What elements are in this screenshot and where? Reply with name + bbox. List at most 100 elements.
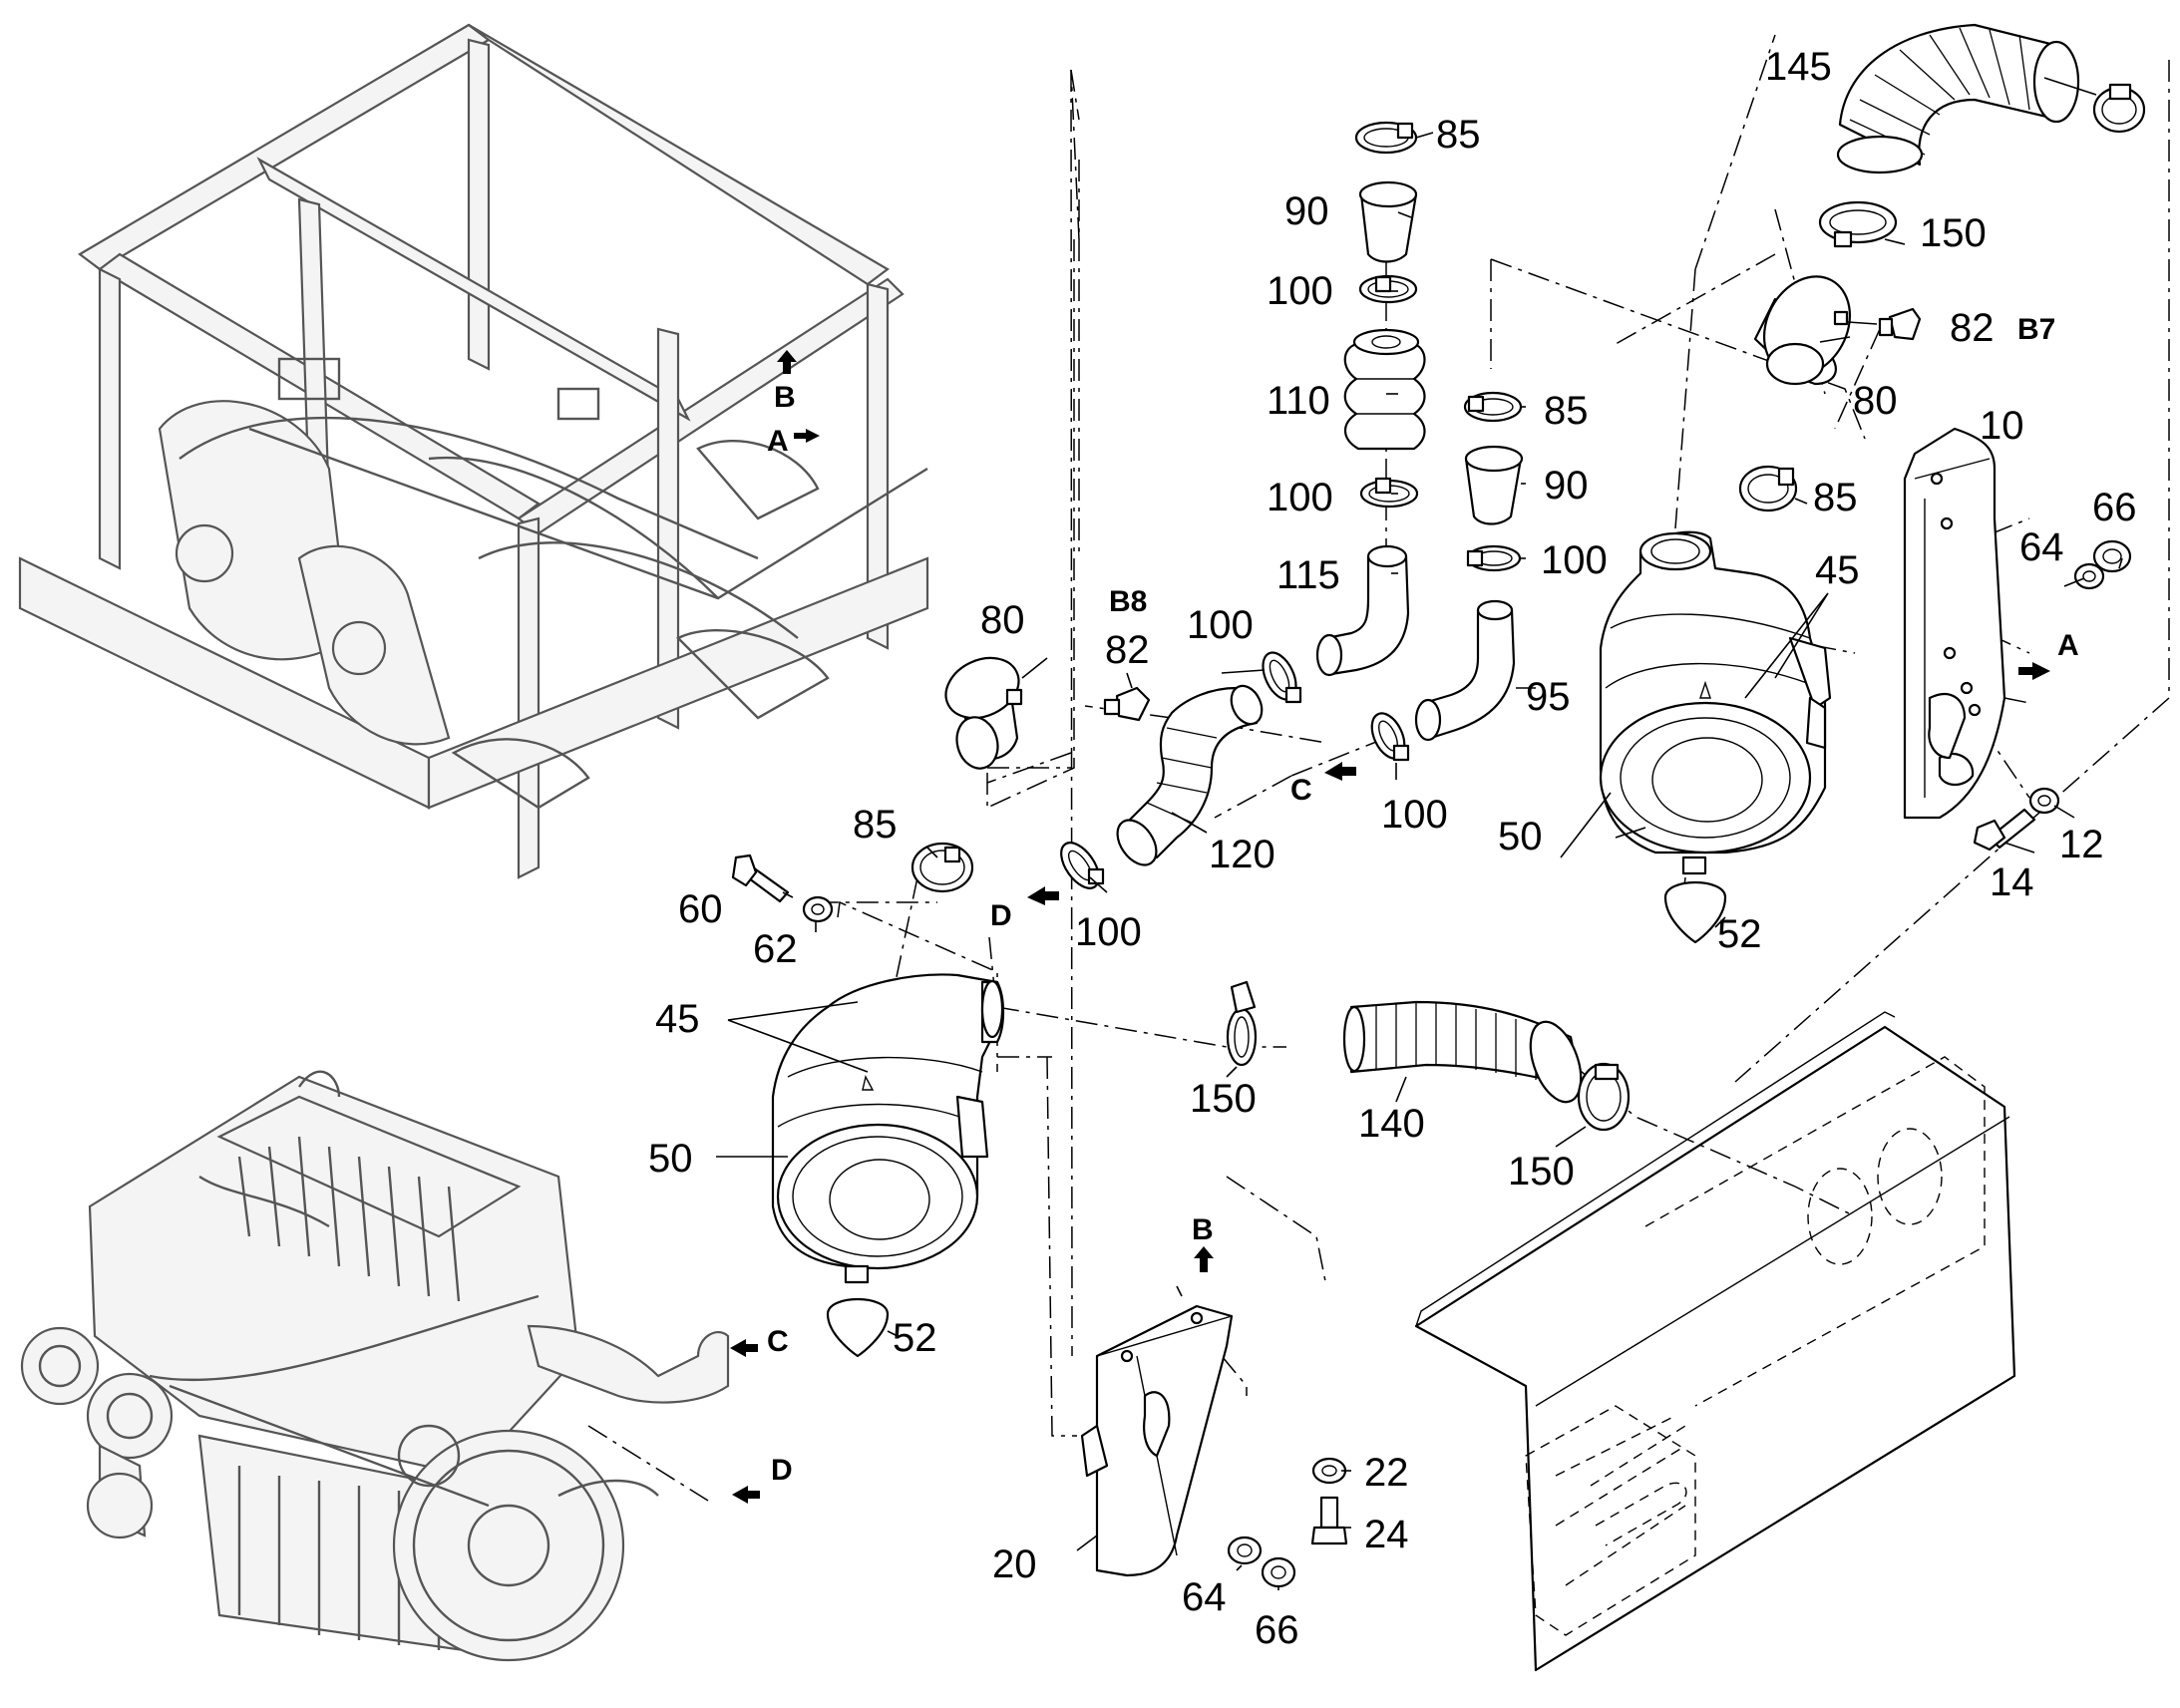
dust-valve-52-left <box>826 1264 890 1358</box>
ref-b7: B7 <box>2017 313 2055 346</box>
washer-62 <box>802 895 834 923</box>
hose-120 <box>1116 684 1264 866</box>
callout-52-left: 52 <box>893 1316 937 1360</box>
callout-82-b8: 82 <box>1105 628 1150 672</box>
connector-80-left <box>944 656 1023 770</box>
clamp-150-top <box>1818 200 1898 248</box>
callout-60: 60 <box>678 887 723 931</box>
elbow-115 <box>1315 544 1410 677</box>
clamp-150-low <box>1577 1062 1631 1132</box>
callout-45-left: 45 <box>655 997 700 1041</box>
callout-90-right: 90 <box>1544 464 1589 508</box>
callout-10: 10 <box>1980 404 2024 448</box>
bracket-20 <box>1080 1304 1234 1577</box>
callout-100-c: 100 <box>1381 793 1448 837</box>
callout-95: 95 <box>1526 675 1571 719</box>
clamp-85-left <box>910 842 974 893</box>
engine-arrow-c <box>730 1339 758 1357</box>
clamp-100-right <box>1466 544 1522 572</box>
conn-ref-c: C <box>1290 774 1312 807</box>
bolt-14 <box>1973 808 2036 852</box>
engine-ref-d: D <box>771 1454 793 1487</box>
bracket-arrow-a <box>2018 662 2050 680</box>
clamp-100-mid <box>1359 477 1419 509</box>
bracket-ref-b: B <box>1192 1213 1214 1246</box>
callout-90-top: 90 <box>1284 189 1329 233</box>
callout-100-mid: 100 <box>1267 476 1333 519</box>
frame-ref-b: B <box>774 381 796 414</box>
callout-85-left: 85 <box>853 803 898 847</box>
callout-14: 14 <box>1990 860 2034 904</box>
frame-arrow-a <box>794 429 820 443</box>
callout-100-hose: 100 <box>1187 603 1254 647</box>
adapter-90-top <box>1358 180 1418 263</box>
adapter-90-right <box>1464 445 1524 525</box>
callout-140: 140 <box>1358 1102 1425 1146</box>
callout-85-right-filter: 85 <box>1813 476 1858 519</box>
conn-arrow-c <box>1324 762 1356 781</box>
connector-80-right <box>1753 275 1852 386</box>
callout-80-left: 80 <box>980 598 1025 642</box>
bellows-hose-145 <box>1836 23 2080 174</box>
cab-frame-illustration <box>18 23 929 879</box>
bracket-10 <box>1903 427 2006 820</box>
callout-150-mid: 150 <box>1190 1077 1257 1121</box>
callout-62: 62 <box>753 927 798 971</box>
nut-66-low <box>1261 1556 1296 1588</box>
air-filter-right <box>1599 530 1832 854</box>
air-filter-left <box>771 973 1005 1270</box>
callout-80-right: 80 <box>1853 379 1898 423</box>
callout-82-b7: 82 <box>1950 306 1995 350</box>
clamp-85-right-filter <box>1738 465 1798 512</box>
engine-illustration <box>20 1070 730 1662</box>
conn-arrow-d <box>1027 886 1059 905</box>
callout-110: 110 <box>1267 379 1330 423</box>
callout-85-top: 85 <box>1436 113 1481 157</box>
callout-85-right: 85 <box>1544 389 1589 433</box>
callout-115: 115 <box>1276 553 1340 597</box>
sensor-82-b8 <box>1103 686 1151 722</box>
bracket-arrow-b <box>1194 1246 1214 1272</box>
engine-arrow-d <box>732 1486 760 1504</box>
callout-66-right: 66 <box>2092 486 2137 529</box>
callout-150-low: 150 <box>1508 1150 1575 1194</box>
callout-150-top: 150 <box>1920 211 1987 255</box>
callout-64-right: 64 <box>2019 525 2064 569</box>
callout-100-d: 100 <box>1075 910 1142 954</box>
ref-b8: B8 <box>1109 585 1147 618</box>
dust-valve-52-right <box>1663 855 1727 944</box>
sensor-82-b7 <box>1878 307 1922 341</box>
callout-64-low: 64 <box>1182 1575 1227 1619</box>
washer-12 <box>2028 787 2060 815</box>
callout-100-top: 100 <box>1267 269 1333 313</box>
conn-ref-d: D <box>990 899 1012 932</box>
clamp-100-c <box>1370 712 1410 762</box>
clamp-85-right <box>1463 391 1523 423</box>
callout-50-right: 50 <box>1498 815 1543 858</box>
bracket-ref-a: A <box>2057 629 2079 662</box>
callout-20: 20 <box>992 1542 1037 1586</box>
engine-ref-c: C <box>767 1325 789 1358</box>
callout-24: 24 <box>1364 1513 1409 1556</box>
callout-45-right: 45 <box>1815 548 1860 592</box>
clamp-150-mid <box>1226 980 1258 1067</box>
callout-22: 22 <box>1364 1451 1409 1495</box>
bolt-24 <box>1310 1496 1348 1545</box>
clamp-100-top <box>1358 274 1418 304</box>
bellows-110 <box>1343 328 1426 451</box>
hose-140 <box>1342 1000 1583 1104</box>
frame-ref-a: A <box>767 425 789 458</box>
callout-12: 12 <box>2059 823 2104 866</box>
washer-64-low <box>1227 1536 1263 1565</box>
washer-22 <box>1311 1457 1347 1485</box>
elbow-95 <box>1414 599 1516 742</box>
bolt-60 <box>731 854 790 903</box>
callout-numbers: 145 85 90 100 110 100 115 85 90 100 95 1… <box>648 45 2137 1652</box>
callout-52-right: 52 <box>1717 912 1762 956</box>
callout-66-low: 66 <box>1255 1608 1299 1652</box>
side-panel-illustration <box>1414 1011 2016 1672</box>
clamp-85-top <box>1354 121 1418 155</box>
callout-50-left: 50 <box>648 1137 693 1181</box>
frame-arrow-b <box>777 350 797 374</box>
